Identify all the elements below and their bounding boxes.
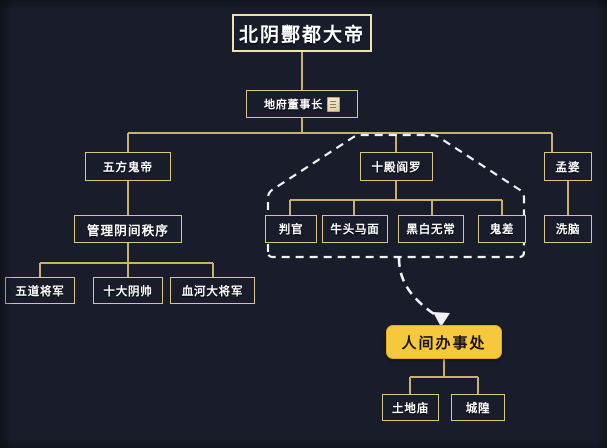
node-general-wudao[interactable]: 五道将军 (5, 277, 75, 304)
dashed-group-outline (266, 133, 526, 259)
node-judge-label: 判官 (278, 222, 304, 236)
node-judge[interactable]: 判官 (265, 215, 317, 243)
node-city-god-label: 城隍 (465, 400, 491, 415)
node-meng-po-label: 孟婆 (555, 159, 581, 174)
node-manage-order-label: 管理阴间秩序 (86, 222, 170, 238)
node-ghost-guard-label: 鬼差 (489, 222, 515, 236)
node-five-ghost-emperors[interactable]: 五方鬼帝 (85, 152, 171, 181)
node-blood-river-general[interactable]: 血河大将军 (170, 277, 255, 304)
node-root-emperor[interactable]: 北阴酆都大帝 (232, 14, 372, 52)
node-black-white-impermanence-label: 黑白无常 (406, 222, 456, 236)
node-chairman[interactable]: 地府董事长 (246, 90, 358, 118)
node-human-office[interactable]: 人间办事处 (386, 325, 502, 359)
node-general-wudao-label: 五道将军 (15, 283, 65, 298)
node-meng-po[interactable]: 孟婆 (544, 152, 592, 181)
node-black-white-impermanence[interactable]: 黑白无常 (398, 215, 464, 243)
node-ten-marshals-label: 十大阴帅 (103, 283, 153, 298)
node-brainwash[interactable]: 洗脑 (544, 215, 592, 243)
node-chairman-label: 地府董事长 (264, 98, 323, 111)
node-ten-yama[interactable]: 十殿阎罗 (360, 152, 433, 181)
node-ghost-guard[interactable]: 鬼差 (478, 215, 526, 243)
node-earth-temple-label: 土地庙 (392, 400, 429, 415)
scroll-document-icon (327, 96, 340, 112)
node-manage-order[interactable]: 管理阴间秩序 (74, 215, 182, 243)
arrowhead-icon (433, 312, 450, 327)
node-ox-head-horse-face-label: 牛头马面 (330, 222, 380, 236)
node-city-god[interactable]: 城隍 (451, 394, 505, 421)
node-ox-head-horse-face[interactable]: 牛头马面 (322, 215, 388, 243)
node-human-office-label: 人间办事处 (401, 333, 487, 352)
node-ten-yama-label: 十殿阎罗 (371, 159, 422, 174)
node-five-ghost-emperors-label: 五方鬼帝 (103, 159, 153, 174)
node-blood-river-general-label: 血河大将军 (181, 283, 244, 298)
node-ten-marshals[interactable]: 十大阴帅 (93, 277, 163, 304)
dashed-arrow (397, 257, 441, 320)
node-brainwash-label: 洗脑 (555, 222, 581, 236)
node-root-label: 北阴酆都大帝 (238, 23, 365, 46)
node-earth-temple[interactable]: 土地庙 (382, 394, 439, 421)
